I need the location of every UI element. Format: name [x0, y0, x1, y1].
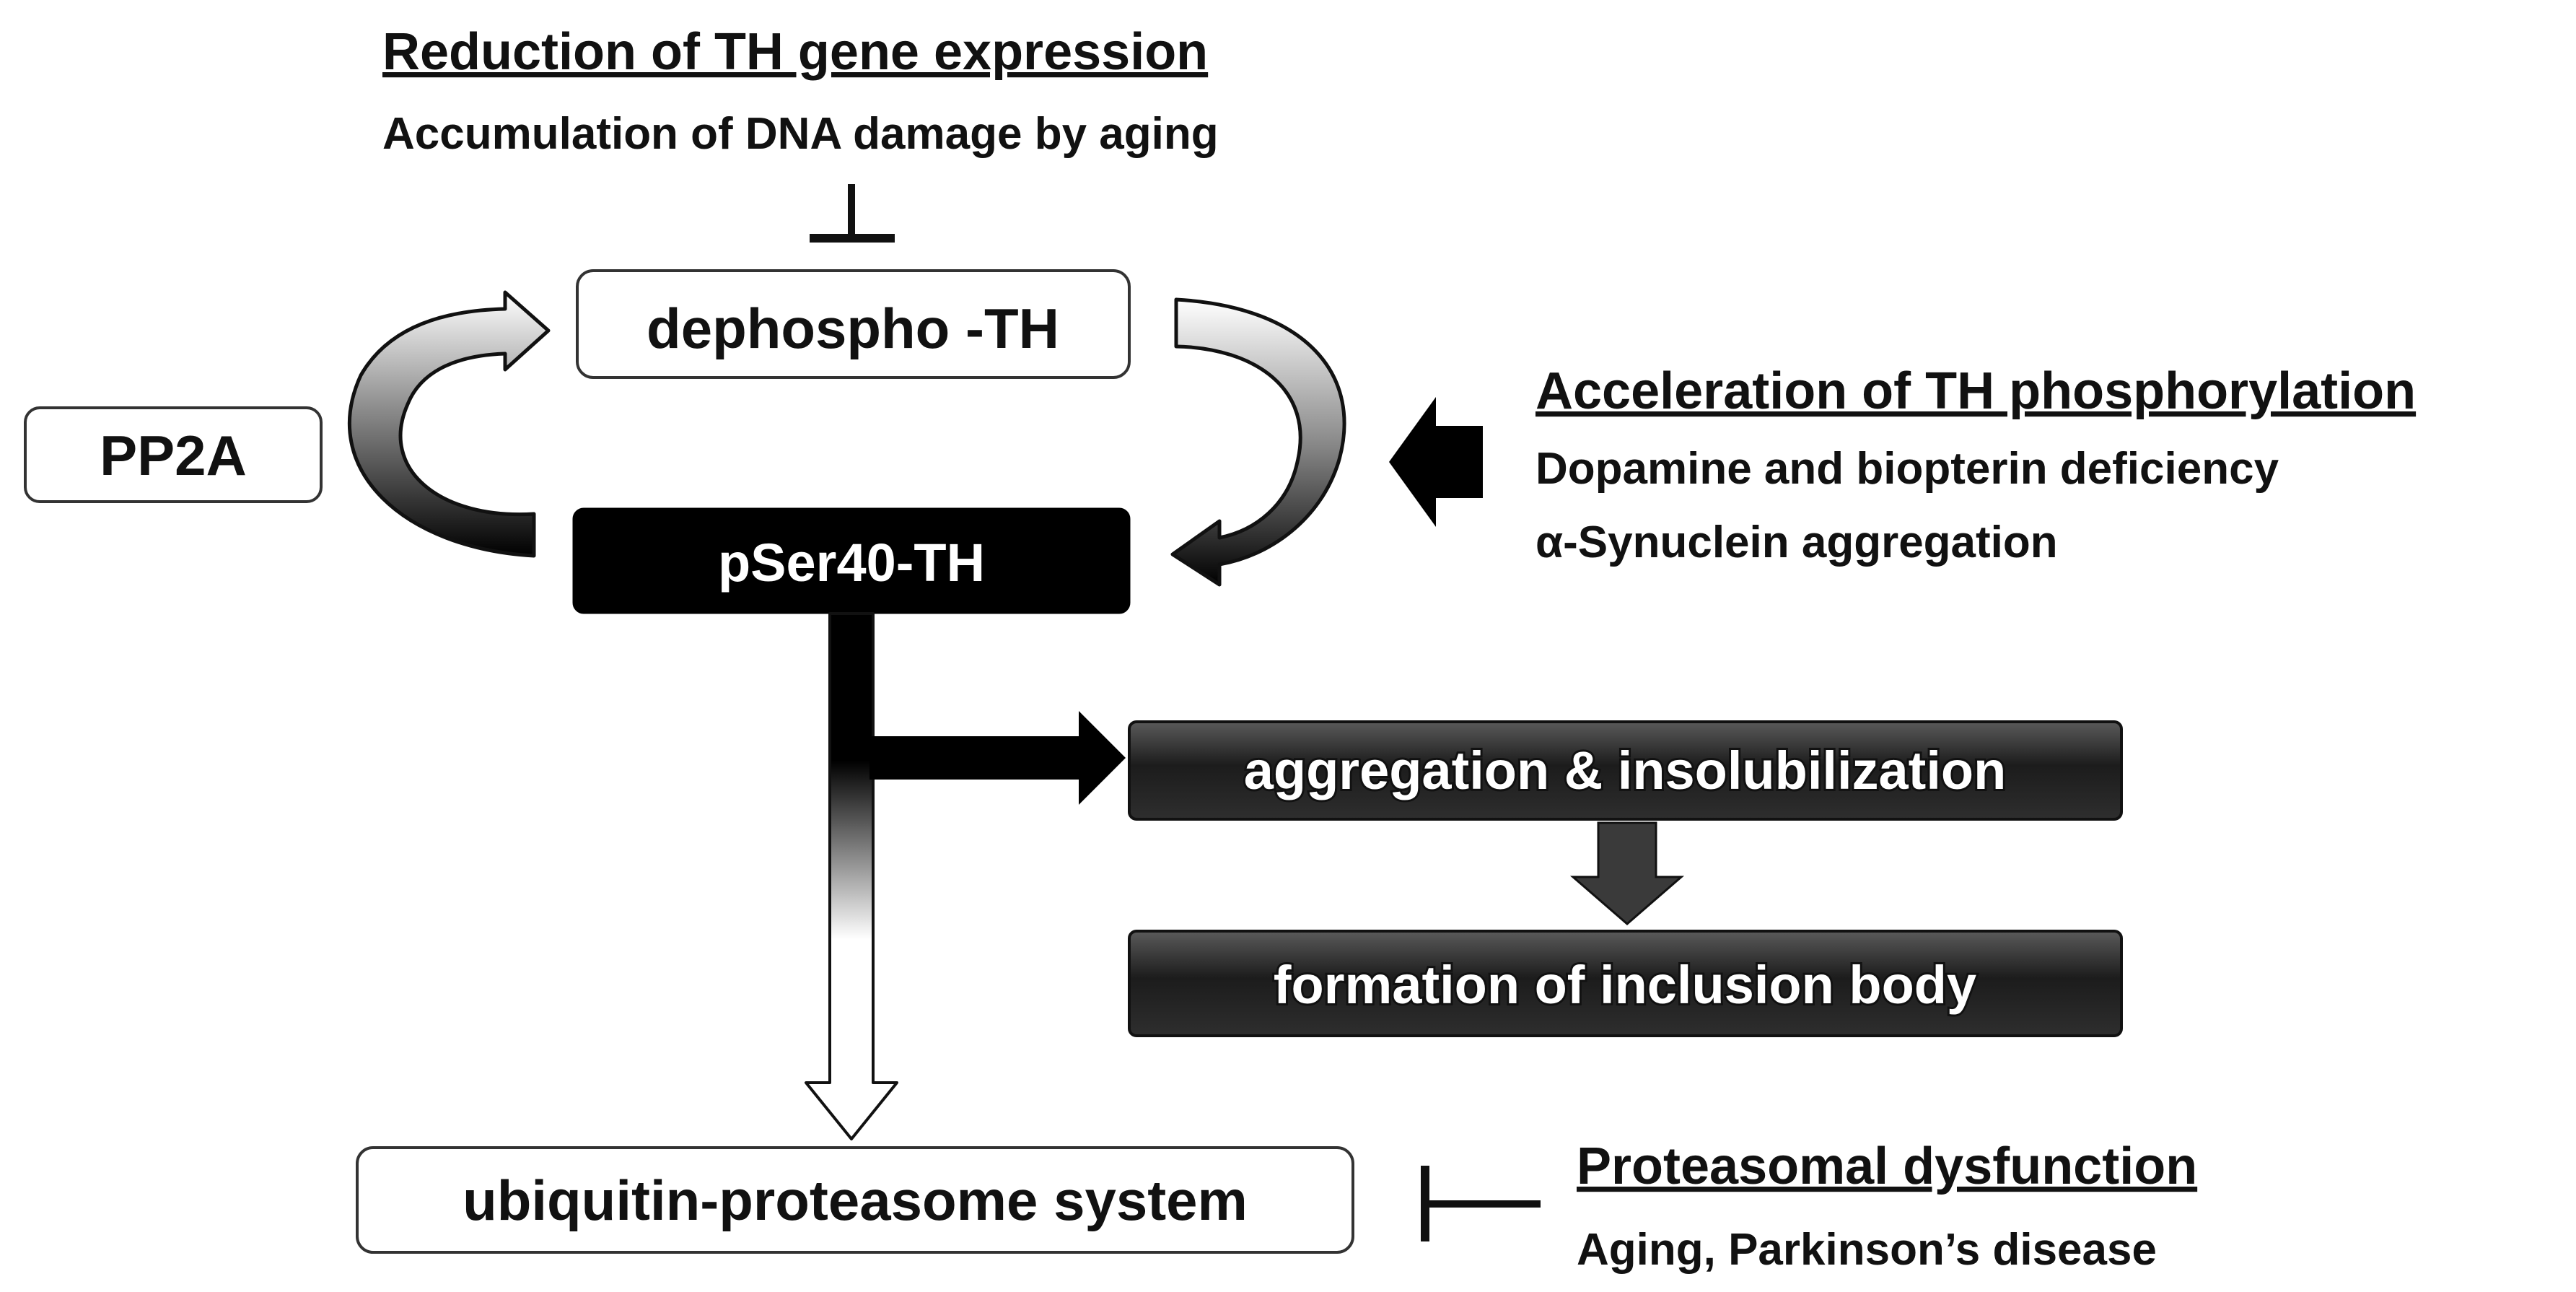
- aggregation-to-inclusion-arrow: [1569, 821, 1685, 925]
- node-inclusion-body: formation of inclusion body: [1128, 930, 2123, 1037]
- curved-arrow-dephosphorylation: [347, 290, 551, 558]
- inhibition-bar-ups: [1421, 1166, 1541, 1241]
- node-inclusion-body-label: formation of inclusion body: [1274, 955, 1976, 1015]
- node-ups: ubiquitin-proteasome system: [356, 1146, 1354, 1254]
- node-aggregation: aggregation & insolubilization: [1128, 720, 2123, 821]
- acceleration-heading: Acceleration of TH phosphorylation: [1535, 362, 2416, 420]
- inhibition-bar-top: [810, 184, 895, 243]
- node-pp2a-label: PP2A: [100, 424, 247, 487]
- branch-arrow: [805, 612, 1126, 1140]
- node-pser40-th-label: pSer40-TH: [718, 533, 985, 593]
- node-aggregation-label: aggregation & insolubilization: [1244, 741, 2007, 800]
- acceleration-arrow: [1389, 397, 1483, 527]
- node-dephospho-th: dephospho -TH: [576, 269, 1131, 379]
- top-heading: Reduction of TH gene expression: [382, 23, 1208, 81]
- node-pp2a: PP2A: [24, 406, 323, 503]
- proteasomal-heading: Proteasomal dysfunction: [1577, 1138, 2197, 1195]
- proteasomal-subtext: Aging, Parkinson’s disease: [1577, 1225, 2157, 1275]
- node-ups-label: ubiquitin-proteasome system: [463, 1169, 1248, 1232]
- acceleration-line-2: α-Synuclein aggregation: [1535, 518, 2058, 567]
- node-dephospho-th-label: dephospho -TH: [647, 297, 1059, 360]
- acceleration-line-1: Dopamine and biopterin deficiency: [1535, 444, 2279, 494]
- node-pser40-th: pSer40-TH: [572, 507, 1131, 614]
- top-subtext: Accumulation of DNA damage by aging: [382, 109, 1219, 159]
- curved-arrow-phosphorylation: [1170, 297, 1346, 587]
